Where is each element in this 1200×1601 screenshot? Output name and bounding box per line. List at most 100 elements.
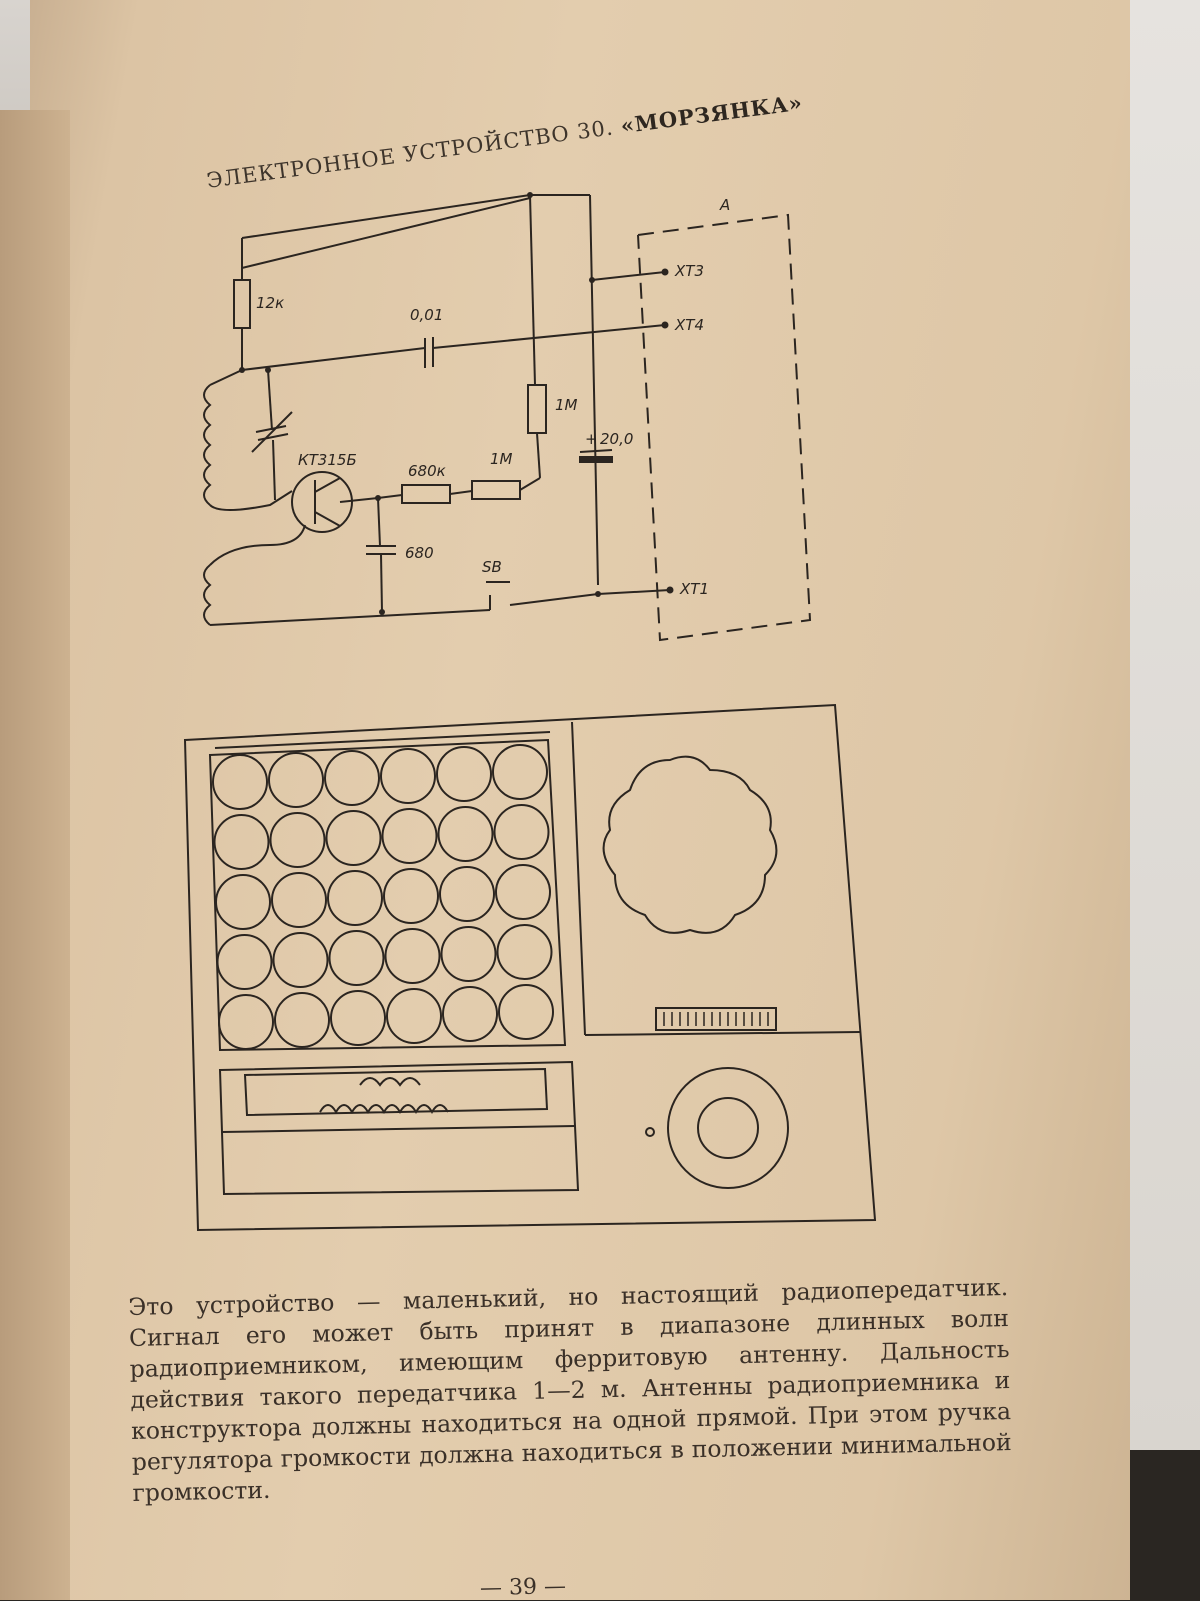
resistor-12k — [233, 279, 251, 329]
wire-top — [241, 194, 531, 239]
label-transistor: КТ315Б — [298, 451, 357, 469]
board-divider-vertical — [571, 721, 586, 1036]
book-page — [30, 0, 1130, 1600]
left-page-edge — [0, 110, 70, 1600]
wire-between-resistors — [449, 490, 473, 495]
wire-varcap-lower — [272, 439, 276, 501]
label-switch: SB — [482, 558, 502, 576]
transistor-collector — [314, 477, 341, 493]
knob-outer — [667, 1067, 789, 1189]
wire-680-lower — [380, 553, 383, 613]
label-12k: 12к — [256, 294, 284, 312]
node — [375, 495, 381, 501]
module-a-border — [637, 213, 812, 642]
slider-switch — [655, 1007, 777, 1031]
grid-cell — [496, 924, 553, 980]
grid-cell — [493, 804, 550, 860]
wire-coil-to-transistor — [209, 490, 293, 511]
wire-varcap-upper — [267, 369, 273, 431]
knob-inner — [697, 1097, 759, 1159]
coil-compartment — [218, 1060, 580, 1196]
grid-cell — [212, 754, 268, 810]
cap-20-plate-b — [579, 456, 613, 463]
speaker-cutout — [602, 755, 778, 934]
grid-cell — [436, 746, 492, 802]
board-outline — [183, 703, 877, 1232]
varcap-arrow — [251, 411, 293, 453]
grid-cell — [437, 806, 494, 862]
grid-cell — [218, 994, 274, 1050]
coil-frame — [243, 1067, 549, 1117]
resistor-1m-horizontal — [471, 480, 521, 500]
coil-winding-lower — [319, 1104, 449, 1115]
wire-mid-left — [241, 347, 426, 371]
grid-cell — [495, 864, 551, 920]
grid-cell — [215, 874, 271, 930]
wire-base — [377, 494, 403, 499]
grid-cell — [440, 926, 497, 982]
circuit-schematic: А ХТ3 ХТ4 ХТ1 12к 1М 680к 1М 0,01 20,0 +… — [203, 192, 812, 642]
slider-ticks — [663, 1012, 769, 1026]
grid-cell — [380, 748, 436, 804]
varcap-plate-b — [257, 433, 289, 441]
grid-cell — [492, 744, 548, 800]
grid-cell — [268, 752, 324, 808]
grid-cell — [442, 986, 498, 1042]
cap-20-plate-a — [579, 449, 613, 453]
label-1m-horizontal: 1М — [490, 450, 513, 468]
grid-cell — [384, 928, 441, 984]
coil-compartment-divider — [221, 1125, 576, 1133]
wire-to-1m — [519, 477, 541, 491]
grid-top-line — [214, 731, 551, 749]
wire-coil-top — [209, 369, 243, 386]
grid-cell — [386, 988, 442, 1044]
label-cap-20-plus: + — [585, 430, 598, 448]
cell-grid-frame — [208, 738, 567, 1052]
label-1m-vertical: 1М — [555, 396, 578, 414]
terminal-dot — [666, 586, 674, 594]
wire-1m-lower — [536, 432, 541, 479]
label-cap-001: 0,01 — [410, 306, 443, 324]
grid-cell — [274, 992, 330, 1048]
grid-cell — [383, 868, 439, 924]
node — [239, 367, 245, 373]
terminal-label-xt4: ХТ4 — [674, 316, 704, 334]
label-cap-680: 680 — [405, 544, 434, 562]
transistor-emitter — [314, 511, 341, 527]
coil-winding-upper — [359, 1077, 421, 1087]
terminal-label-xt3: ХТ3 — [674, 262, 704, 280]
node — [527, 192, 533, 198]
grid-cell — [328, 930, 385, 986]
body-text: Это устройство — маленький, но настоящий… — [128, 1273, 1012, 1507]
wire-transistor-base — [339, 497, 379, 503]
grid-cell — [327, 870, 383, 926]
wire-coil-lower-top — [209, 524, 306, 566]
coil-upper — [203, 384, 212, 506]
terminal-dot — [661, 268, 669, 276]
resistor-680k — [401, 484, 451, 504]
grid-cell — [272, 932, 329, 988]
coil-lower — [203, 564, 212, 626]
grid-cell — [269, 812, 326, 868]
grid-cell — [381, 808, 438, 864]
grid-cell — [439, 866, 495, 922]
module-a-label: А — [719, 196, 730, 214]
wire-mid-right — [432, 324, 666, 349]
grid-cell — [330, 990, 386, 1046]
terminal-label-xt1: ХТ1 — [679, 580, 709, 598]
grid-cell — [213, 814, 270, 870]
label-cap-20: 20,0 — [600, 430, 633, 448]
wire-switch-right — [509, 593, 599, 606]
grid-cell — [271, 872, 327, 928]
resistor-1m-vertical — [527, 384, 547, 434]
node — [589, 277, 595, 283]
wire-xt1 — [597, 589, 671, 595]
wire-680-upper — [377, 497, 381, 547]
node — [265, 367, 271, 373]
page-number: — 39 — — [479, 1574, 567, 1601]
wire-right-vertical — [589, 194, 599, 586]
grid-cell — [216, 934, 273, 990]
label-680k: 680к — [408, 462, 446, 480]
indicator-hole — [645, 1127, 655, 1137]
